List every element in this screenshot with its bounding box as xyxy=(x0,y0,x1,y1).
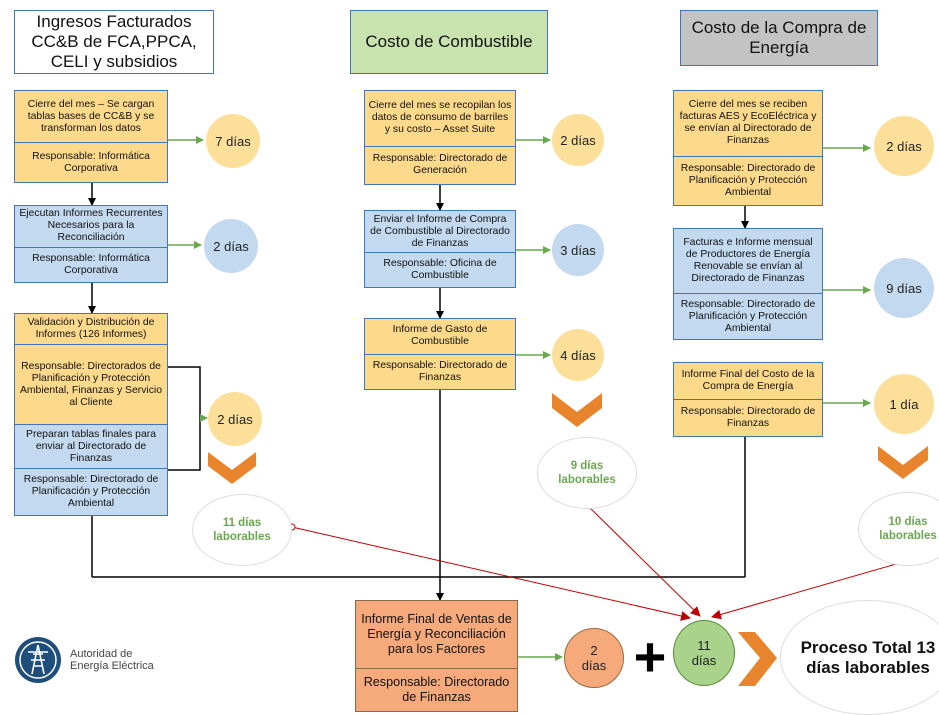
duration-label: 2 días xyxy=(581,643,607,673)
duration-max: 11 días xyxy=(673,620,735,686)
task-text: Cierre del mes se recopilan los datos de… xyxy=(368,100,512,136)
plus-icon: + xyxy=(633,625,667,688)
header-compra-label: Costo de la Compra de Energía xyxy=(691,18,867,57)
header-combustible-label: Costo de Combustible xyxy=(365,32,533,51)
duration-c1-3: 2 días xyxy=(208,392,262,446)
task-text: Validación y Distribución de Informes (1… xyxy=(27,317,155,340)
total-c3: 10 días laborables xyxy=(858,492,939,566)
duration-label: 2 días xyxy=(213,238,249,254)
duration-c2-2: 3 días xyxy=(552,224,604,276)
responsible-text: Responsable: Directorado de Finanzas xyxy=(363,674,510,704)
total-label: 10 días laborables xyxy=(879,516,937,542)
chevron-down-icon xyxy=(208,452,256,484)
process-box-c2-2: Enviar el Informe de Compra de Combustib… xyxy=(364,210,516,288)
duration-c2-3: 4 días xyxy=(552,329,604,381)
responsible-text: Responsable: Directorado de Planificació… xyxy=(680,298,816,334)
total-label: 9 días laborables xyxy=(558,460,616,486)
duration-c2-1: 2 días xyxy=(552,114,604,166)
task-text: Preparan tablas finales para enviar al D… xyxy=(26,428,156,464)
header-combustible: Costo de Combustible xyxy=(350,10,548,74)
chevron-right-icon xyxy=(738,632,777,686)
duration-label: 1 día xyxy=(889,396,919,412)
responsible-text: Responsable: Directorados de Planificaci… xyxy=(19,360,163,408)
power-tower-icon xyxy=(15,637,61,683)
final-report-box: Informe Final de Ventas de Energía y Rec… xyxy=(355,600,518,712)
responsible-text: Responsable: Directorado de Finanzas xyxy=(680,406,816,429)
header-compra: Costo de la Compra de Energía xyxy=(680,10,878,66)
total-c2: 9 días laborables xyxy=(537,437,637,509)
duration-label: 2 días xyxy=(560,132,596,148)
duration-label: 7 días xyxy=(215,133,251,149)
responsible-text: Responsable: Informática Corporativa xyxy=(32,252,150,276)
total-c1: 11 días laborables xyxy=(192,494,292,566)
chevron-down-icon xyxy=(878,446,928,479)
responsible-text: Responsable: Directorado de Planificació… xyxy=(23,474,159,509)
process-box-c2-1: Cierre del mes se recopilan los datos de… xyxy=(364,90,516,185)
duration-c3-1: 2 días xyxy=(874,116,934,176)
logo-name: Autoridad de Energía Eléctrica xyxy=(70,648,154,672)
process-box-c1-2: Ejecutan Informes Recurrentes Necesarios… xyxy=(14,205,168,283)
process-box-c3-2: Facturas e Informe mensual de Productore… xyxy=(673,228,823,340)
process-box-c3-1: Cierre del mes se reciben facturas AES y… xyxy=(673,90,823,206)
duration-c1-2: 2 días xyxy=(204,219,258,273)
duration-label: 4 días xyxy=(560,347,596,363)
duration-label: 3 días xyxy=(560,242,596,258)
header-ingresos: Ingresos Facturados CC&B de FCA,PPCA, CE… xyxy=(14,10,214,74)
duration-label: 2 días xyxy=(886,138,922,154)
task-text: Enviar el Informe de Compra de Combustib… xyxy=(370,213,510,249)
process-box-c3-3: Informe Final del Costo de la Compra de … xyxy=(673,362,823,437)
process-box-c2-3: Informe de Gasto de Combustible Responsa… xyxy=(364,318,516,390)
total-label: Proceso Total 13 días laborables xyxy=(800,637,936,677)
task-text: Informe de Gasto de Combustible xyxy=(392,324,488,348)
logo: Autoridad de Energía Eléctrica xyxy=(14,636,162,684)
duration-label: 2 días xyxy=(217,411,253,427)
duration-c3-2: 9 días xyxy=(874,258,934,318)
duration-final: 2 días xyxy=(564,628,624,688)
task-text: Cierre del mes – Se cargan tablas bases … xyxy=(27,98,155,134)
task-text: Ejecutan Informes Recurrentes Necesarios… xyxy=(19,208,163,244)
task-text: Informe Final del Costo de la Compra de … xyxy=(681,369,815,392)
duration-label: 11 días xyxy=(691,638,717,668)
chevron-down-icon xyxy=(552,393,602,427)
responsible-text: Responsable: Directorado de Generación xyxy=(372,153,508,177)
responsible-text: Responsable: Directorado de Planificació… xyxy=(680,162,816,198)
task-text: Facturas e Informe mensual de Productore… xyxy=(683,237,813,285)
task-text: Informe Final de Ventas de Energía y Rec… xyxy=(361,611,512,656)
duration-c1-1: 7 días xyxy=(206,114,260,168)
responsible-text: Responsable: Directorado de Finanzas xyxy=(372,359,508,383)
responsible-text: Responsable: Oficina de Combustible xyxy=(383,258,497,282)
responsible-text: Responsable: Informática Corporativa xyxy=(32,150,150,174)
task-text: Cierre del mes se reciben facturas AES y… xyxy=(679,99,817,147)
duration-label: 9 días xyxy=(886,280,922,296)
duration-c3-3: 1 día xyxy=(874,374,934,434)
bracket-c1 xyxy=(168,366,201,471)
total-label: 11 días laborables xyxy=(213,517,271,543)
header-ingresos-label: Ingresos Facturados CC&B de FCA,PPCA, CE… xyxy=(31,12,197,71)
process-box-c1-3: Validación y Distribución de Informes (1… xyxy=(14,313,168,516)
process-box-c1-1: Cierre del mes – Se cargan tablas bases … xyxy=(14,90,168,183)
